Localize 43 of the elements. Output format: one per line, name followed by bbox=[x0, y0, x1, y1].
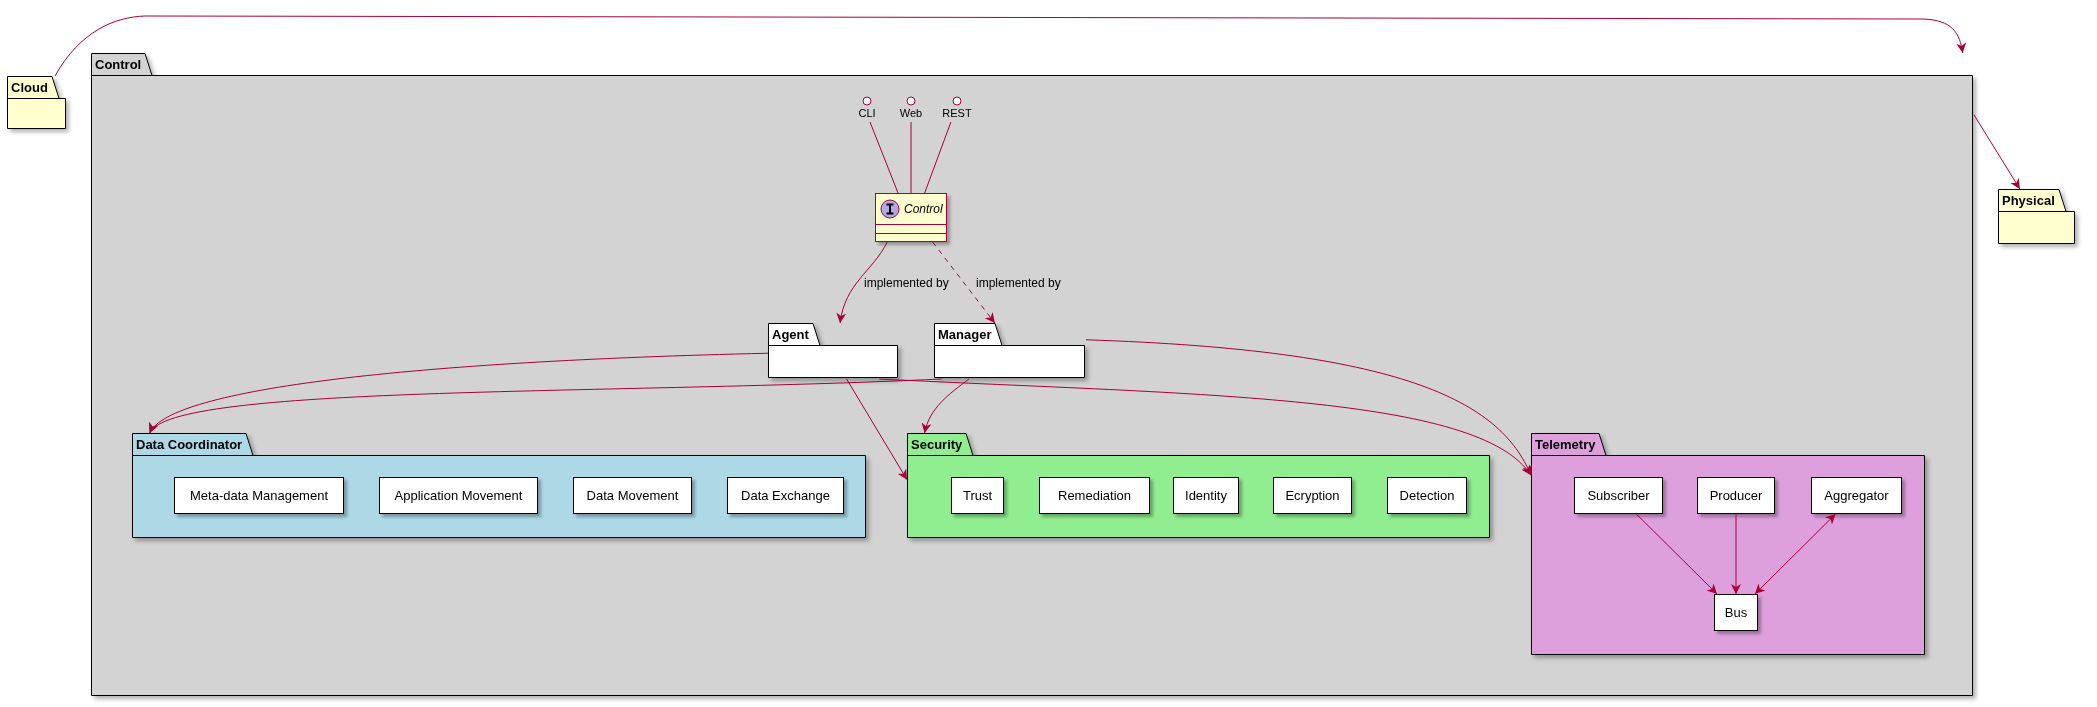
interface-name: Control bbox=[904, 201, 943, 218]
component-box: Application Movement bbox=[379, 477, 538, 514]
package-name: Telemetry bbox=[1535, 438, 1596, 451]
arrow bbox=[922, 378, 970, 434]
interface-class-box bbox=[875, 193, 947, 242]
edge-label: implemented by bbox=[974, 276, 1063, 290]
component-box: Remediation bbox=[1039, 477, 1150, 514]
arrow bbox=[846, 378, 908, 481]
package-name: Security bbox=[911, 438, 963, 451]
component-box: Data Movement bbox=[573, 477, 692, 514]
arrow bbox=[149, 378, 943, 434]
arrow bbox=[1635, 513, 1718, 595]
component-box: Detection bbox=[1387, 477, 1467, 514]
component-box: Data Exchange bbox=[727, 477, 844, 514]
package-name: Agent bbox=[772, 328, 809, 341]
arrow bbox=[1731, 513, 1741, 595]
component-box: Producer bbox=[1697, 477, 1775, 514]
component-box: Trust bbox=[951, 477, 1004, 514]
arrow bbox=[1973, 114, 2021, 190]
arrow bbox=[1754, 513, 1837, 595]
arrow bbox=[54, 15, 1966, 77]
package-name: Manager bbox=[938, 328, 992, 341]
component-box: Subscriber bbox=[1574, 477, 1663, 514]
arrow bbox=[932, 241, 996, 324]
connector-line bbox=[869, 121, 899, 194]
package-name: Data Coordinator bbox=[136, 438, 243, 451]
component-box: Aggregator bbox=[1811, 477, 1902, 514]
arrow bbox=[1085, 339, 1532, 476]
component-box: Identity bbox=[1173, 477, 1239, 514]
interface-label: REST bbox=[942, 106, 972, 120]
connector-line bbox=[924, 121, 952, 194]
component-box: Ecryption bbox=[1273, 477, 1352, 514]
component-box: Meta-data Management bbox=[174, 477, 344, 514]
arrow bbox=[836, 241, 888, 324]
edge-label: implemented by bbox=[862, 276, 951, 290]
package-name: Physical bbox=[2002, 194, 2055, 207]
component-box: Bus bbox=[1714, 594, 1758, 631]
package-name: Cloud bbox=[11, 81, 48, 94]
interface-label: Web bbox=[899, 106, 923, 120]
package-name: Control bbox=[95, 58, 142, 71]
connector-line bbox=[910, 121, 912, 194]
arrow bbox=[878, 378, 1532, 476]
interface-label: CLI bbox=[858, 106, 876, 120]
